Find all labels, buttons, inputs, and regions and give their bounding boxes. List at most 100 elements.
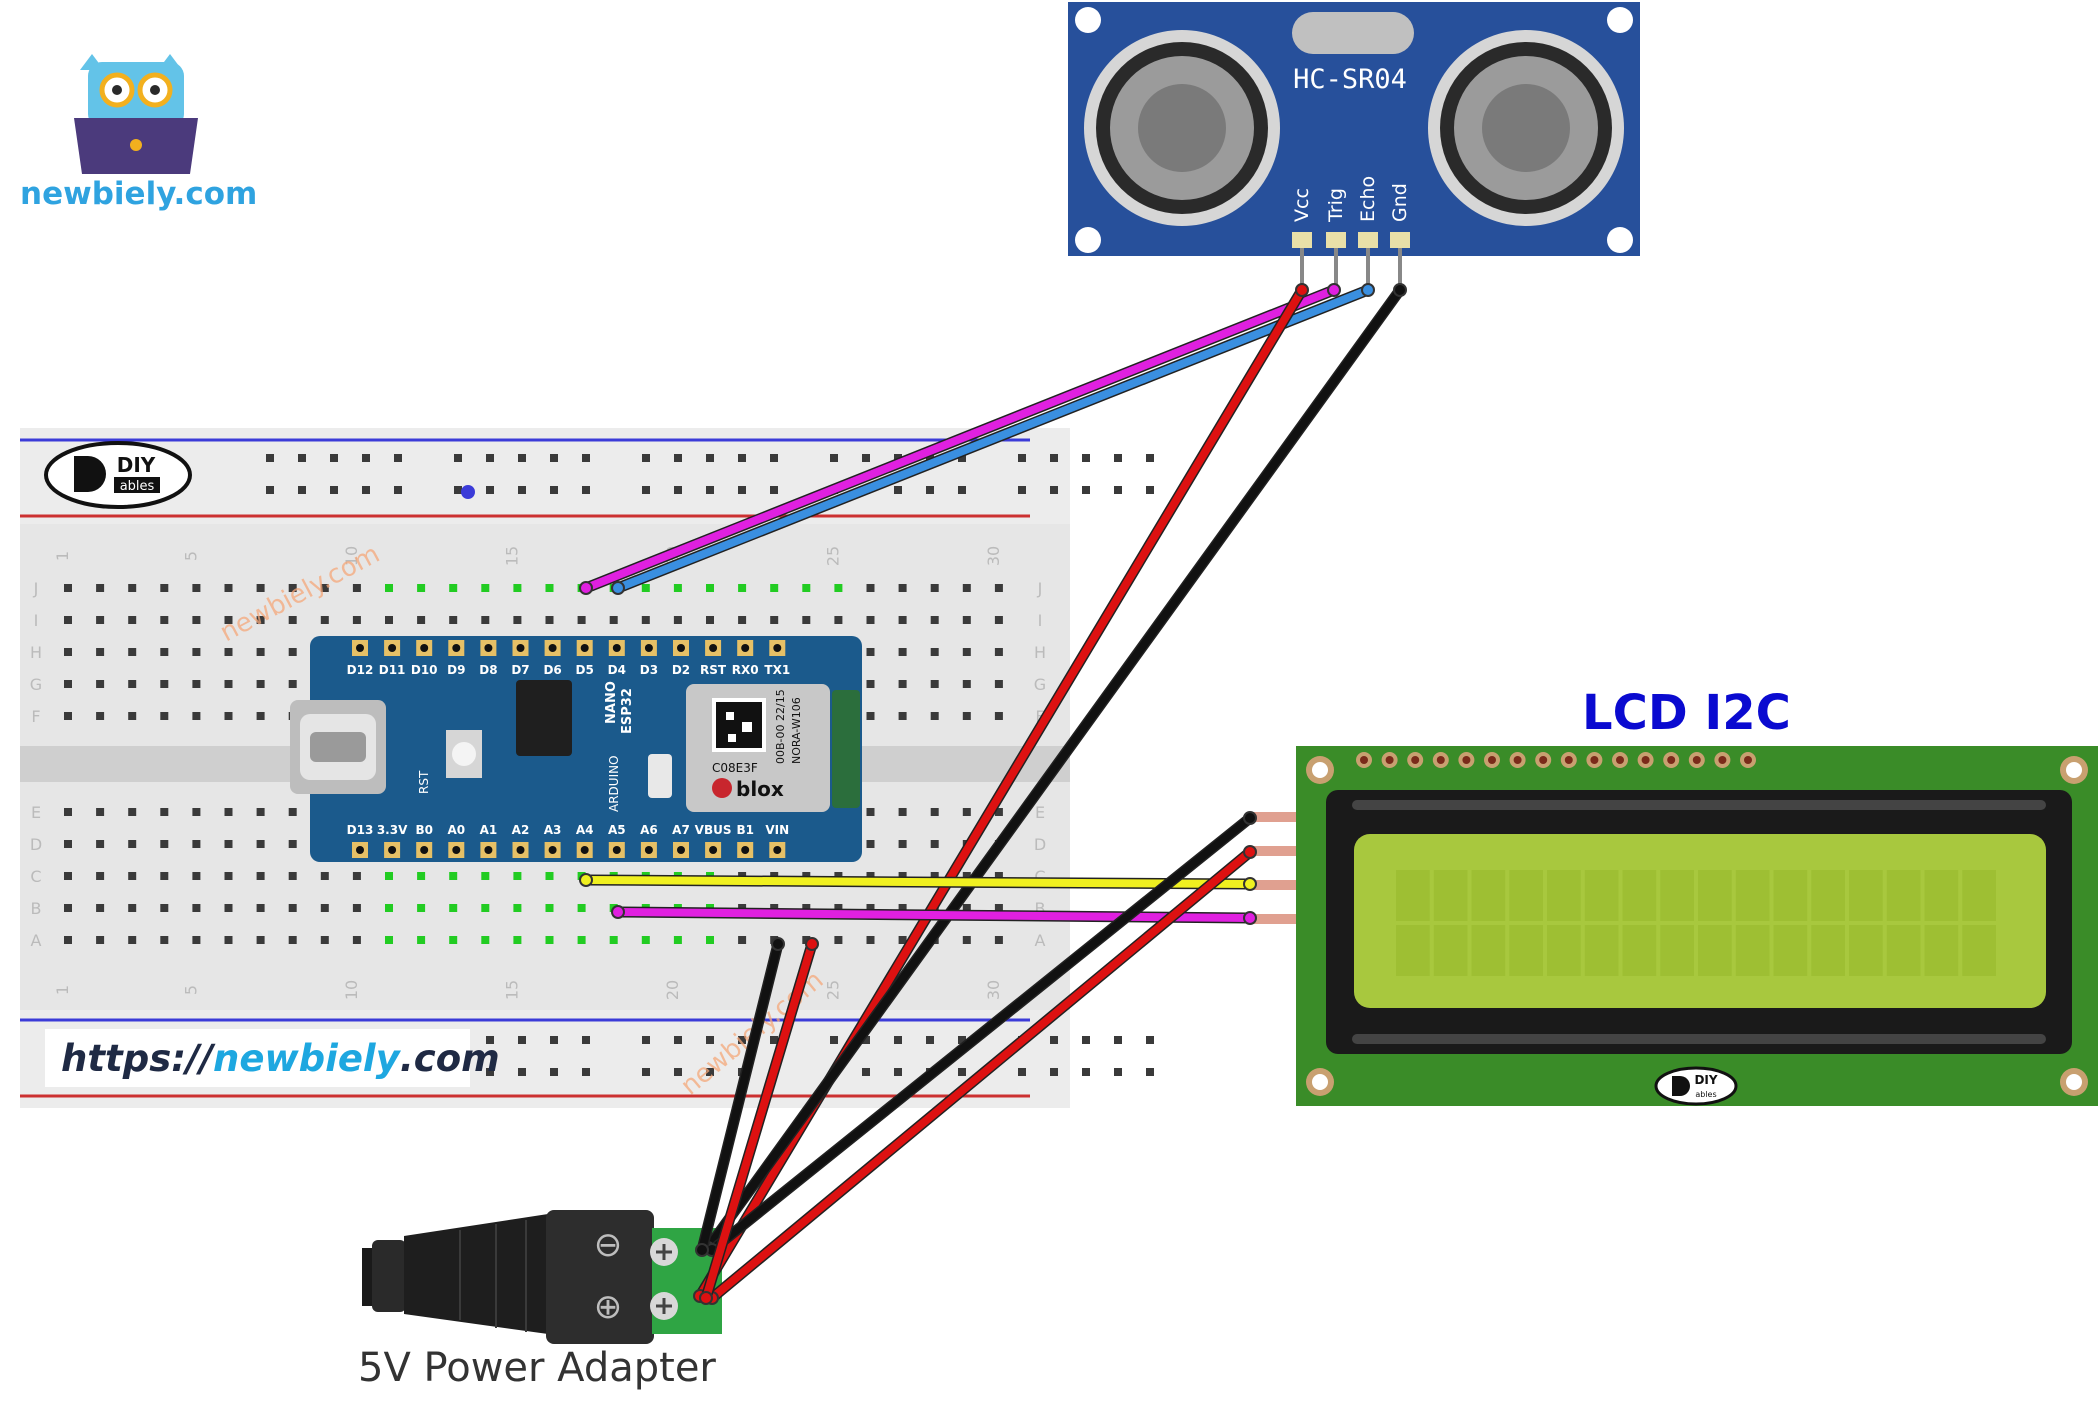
rail-hole (550, 454, 558, 462)
rail-hole (550, 1036, 558, 1044)
lcd-char-cell (1735, 925, 1770, 976)
sensor-pin-pad (1390, 232, 1410, 248)
nano-pin-label-top: D3 (640, 663, 658, 677)
module-line-2: NORA-W106 (790, 697, 803, 764)
row-letter: D (30, 835, 42, 854)
lcd-char-cell (1471, 870, 1506, 921)
rail-hole (674, 454, 682, 462)
breadboard-hole (192, 936, 201, 944)
breadboard-hole (866, 648, 875, 656)
site-url: https://newbiely.com (45, 1029, 500, 1087)
breadboard-hole (64, 680, 72, 688)
breadboard-hole (898, 584, 907, 592)
nano-pin-label-bottom: A3 (544, 823, 562, 837)
row-letter: H (30, 643, 42, 662)
breadboard-hole (738, 616, 747, 624)
breadboard-hole (64, 808, 72, 816)
breadboard-hole (320, 872, 329, 880)
breadboard-hole (962, 808, 971, 816)
nano-pin-label-top: D10 (411, 663, 438, 677)
rail-hole (738, 1036, 746, 1044)
nano-pin-label-top: D7 (511, 663, 529, 677)
breadboard-hole (994, 872, 1003, 880)
rail-hole (674, 486, 682, 494)
breadboard-hole (834, 872, 843, 880)
module-brand: blox (736, 777, 784, 801)
breadboard-hole (320, 904, 329, 912)
breadboard-hole (866, 872, 875, 880)
breadboard-hole (64, 584, 72, 592)
breadboard-hole (256, 840, 265, 848)
nano-pin-label-top: D12 (347, 663, 374, 677)
nano-pin-label-bottom: A4 (576, 823, 594, 837)
lcd-char-cell (1849, 870, 1883, 921)
breadboard-hole (577, 616, 586, 624)
sensor-pin-label: Vcc (1291, 188, 1313, 222)
sensor-gnd-wire-end (1393, 283, 1407, 297)
breadboard-hole (128, 680, 137, 688)
column-number: 5 (181, 985, 200, 995)
breadboard-hole (962, 872, 971, 880)
breadboard-hole (96, 840, 105, 848)
module-line-1: 00B-00 22/15 (774, 689, 787, 764)
breadboard-hole (898, 872, 907, 880)
breadboard-hole (160, 712, 169, 720)
sensor-pin-pad (1292, 232, 1312, 248)
breadboard-hole (577, 936, 586, 944)
arduino-brand-label: ARDUINO (607, 755, 621, 812)
column-number: 15 (502, 980, 521, 1000)
breadboard-hole (320, 936, 329, 944)
breadboard-hole (770, 616, 779, 624)
rail-hole (770, 1036, 778, 1044)
breadboard-hole (96, 936, 105, 944)
column-number: 10 (342, 546, 361, 566)
rail-hole (394, 454, 402, 462)
breadboard-hole (352, 616, 361, 624)
rail-hole (642, 486, 650, 494)
rail-hole (706, 486, 714, 494)
rail-hole (298, 486, 306, 494)
rail-hole (738, 454, 746, 462)
nano-pin-label-top: D6 (543, 663, 561, 677)
rail-hole (550, 1068, 558, 1076)
breadboard-hole (288, 648, 297, 656)
nano-pin-label-bottom: VBUS (695, 823, 732, 837)
breadboard-logo-top: DIY (117, 453, 156, 477)
transducer-right (1428, 30, 1624, 226)
breadboard-hole (962, 648, 971, 656)
rail-hole (1082, 454, 1090, 462)
lcd-char-cell (1886, 925, 1921, 976)
breadboard-hole (224, 648, 233, 656)
breadboard-hole (192, 616, 201, 624)
breadboard-hole (128, 712, 137, 720)
lcd-char-cell (1547, 870, 1581, 921)
breadboard-hole (160, 648, 169, 656)
breadboard-hole (288, 584, 297, 592)
breadboard-hole (417, 936, 426, 944)
breadboard-hole (834, 584, 843, 592)
breadboard-hole (256, 648, 265, 656)
breadboard-hole (288, 680, 297, 688)
breadboard-hole (513, 584, 522, 592)
dc-power-adapter: ⊖ ⊕ (362, 1210, 722, 1344)
rail-hole (1114, 454, 1122, 462)
lcd-char-cell (1660, 870, 1694, 921)
breadboard-hole (352, 904, 361, 912)
trig-wire-end (579, 581, 593, 595)
rail-hole (706, 1036, 714, 1044)
sensor-pin-label: Echo (1357, 176, 1379, 222)
breadboard-hole (898, 712, 907, 720)
rail-hole (518, 486, 526, 494)
column-number: 15 (502, 546, 521, 566)
breadboard-hole (641, 936, 650, 944)
breadboard-hole (288, 872, 297, 880)
rail-hole (1114, 486, 1122, 494)
column-number: 1 (53, 551, 72, 561)
sensor-model: HC-SR04 (1293, 64, 1407, 95)
lcd-char-cell (1433, 925, 1468, 976)
nano-pin-label-top: RST (700, 663, 727, 677)
breadboard-hole (160, 840, 169, 848)
breadboard-logo-bottom: ables (120, 479, 155, 494)
rail-hole (1146, 486, 1154, 494)
arduino-gnd-wire-end (695, 1243, 709, 1257)
